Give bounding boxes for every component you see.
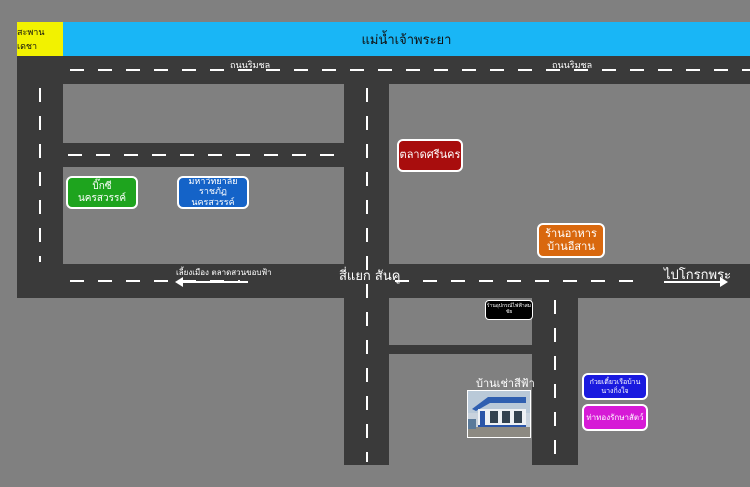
place-baan-isan-restaurant[interactable]: ร้านอาหาร บ้านอีสาน: [537, 223, 605, 258]
east-arrowhead-icon: [720, 277, 728, 287]
bridge-label: สะพานเดชา: [17, 22, 63, 56]
left-road-dashes: [39, 88, 41, 262]
place-pet-clinic[interactable]: ท่าทองรักษาสัตว์: [582, 404, 648, 431]
riverside-road-label-2: ถนนริมชล: [552, 61, 593, 71]
east-direction-label: ไปโกรกพระ: [664, 268, 732, 283]
central-road-dashes: [366, 88, 368, 462]
river-label: แม่น้ำเจ้าพระยา: [361, 32, 452, 48]
main-road-dashes: [70, 280, 240, 282]
west-direction-label: เลี้ยงเมือง ตลาดสวนขอบฟ้า: [176, 268, 272, 277]
middle-road-dashes: [68, 154, 342, 156]
main-road-dashes-east: [395, 280, 635, 282]
place-big-c[interactable]: บิ๊กซี นครสวรรค์: [66, 176, 138, 209]
intersection-label: สี่แยก สันคู: [339, 269, 401, 284]
house-icon: [468, 391, 530, 437]
riverside-road-dashes: [70, 69, 750, 71]
right-road-dashes: [554, 300, 556, 462]
blue-house-photo[interactable]: [467, 390, 531, 438]
riverside-road-label-1: ถนนริมชล: [230, 61, 271, 71]
east-arrow-line: [664, 281, 720, 283]
place-electric-shop[interactable]: ร้านอุปกรณ์ไฟฟ้าสมชัย: [485, 300, 533, 320]
place-srinakorn-market[interactable]: ตลาดศรีนคร: [397, 139, 463, 172]
house-label: บ้านเช่าสีฟ้า: [476, 377, 535, 390]
place-noodle-shop[interactable]: ก๋วยเตี๋ยวเรือบ้านนางกิ่งใจ: [582, 373, 648, 400]
west-arrowhead-icon: [175, 277, 183, 287]
lower-connector-road: [389, 345, 532, 354]
river: แม่น้ำเจ้าพระยา: [63, 22, 750, 56]
place-rajabhat-university[interactable]: มหาวิทยาลัยราชภัฏ นครสวรรค์: [177, 176, 249, 209]
west-arrow-line: [182, 281, 248, 283]
